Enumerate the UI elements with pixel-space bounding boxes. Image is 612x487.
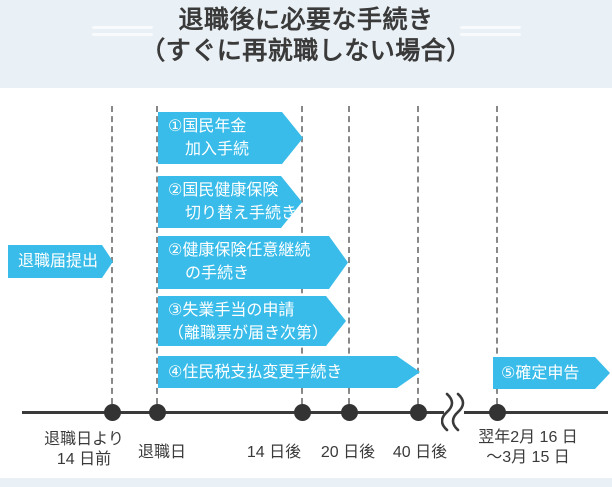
milestone-label-line: 14 日後 (246, 444, 302, 461)
process-arrow-pension: ①国民年金 加入手続 (158, 112, 303, 164)
milestone-label-line: 退職日より (44, 431, 124, 448)
timeline-dot (294, 404, 311, 421)
milestone-label-line: 退職日 (137, 444, 187, 461)
process-arrow-label: 切り替え手続き (185, 205, 298, 222)
milestone-guide-line (496, 106, 498, 404)
process-arrow-unemployment-benefit: ③失業手当の申請 （離職票が届き次第） (158, 296, 346, 346)
timeline-line (464, 411, 608, 414)
milestone-guide-line (417, 106, 419, 404)
process-arrow-resignation-letter: 退職届提出 (8, 245, 113, 278)
process-arrow-label: ⑤確定申告 (501, 364, 580, 382)
milestone-label-next-year: 翌年2月 16 日 ～3月 15 日 (478, 428, 578, 468)
milestone-label-line: ～3月 15 日 (486, 449, 570, 466)
process-arrow-label: ④住民税支払変更手続き (168, 363, 343, 381)
timeline-dot (341, 404, 358, 421)
process-arrow-tax-return: ⑤確定申告 (493, 357, 610, 389)
process-arrow-national-health-insurance: ②国民健康保険 切り替え手続き (158, 176, 302, 228)
process-arrow-label: ②健康保険任意継続 (168, 242, 311, 259)
milestone-label-line: 40 日後 (392, 444, 448, 461)
process-arrow-label: ③失業手当の申請 (168, 302, 295, 319)
milestone-label-14-days: 14 日後 (247, 443, 301, 463)
process-arrow-voluntary-continuation: ②健康保険任意継続 の手続き (158, 236, 348, 289)
milestone-label-retirement-day: 退職日 (138, 443, 186, 463)
process-arrow-label: ②国民健康保険 (168, 182, 279, 199)
footer-band (0, 478, 612, 487)
process-arrow-label: （離職票が届き次第） (168, 325, 329, 342)
title-deco-line (460, 26, 521, 29)
process-arrow-label: の手続き (185, 265, 250, 282)
milestone-label-before-retirement: 退職日より 14 日前 (44, 430, 124, 470)
timeline-dot (149, 404, 166, 421)
page-title-line1: 退職後に必要な手続き (178, 6, 434, 34)
timeline-dot (489, 404, 506, 421)
process-arrow-label: 加入手続 (185, 141, 250, 158)
process-arrow-label: ①国民年金 (168, 118, 247, 135)
title-deco-line (92, 26, 153, 29)
title-deco-line (92, 33, 153, 36)
timeline-break-icon (440, 392, 467, 437)
milestone-label-line: 20 日後 (320, 444, 376, 461)
milestone-guide-line (348, 106, 350, 404)
milestone-guide-line (111, 106, 113, 404)
timeline-dot (410, 404, 427, 421)
timeline-line (22, 411, 444, 414)
milestone-label-40-days: 40 日後 (393, 443, 447, 463)
timeline-dot (104, 404, 121, 421)
milestone-guide-line (156, 106, 158, 404)
title-deco-line (460, 33, 521, 36)
page-title: 退職後に必要な手続き （すぐに再就職しない場合） (0, 5, 612, 67)
page-title-line2: （すぐに再就職しない場合） (140, 37, 472, 65)
milestone-label-line: 14 日前 (56, 451, 112, 468)
process-arrow-label: 退職届提出 (18, 253, 99, 270)
process-arrow-resident-tax: ④住民税支払変更手続き (158, 356, 420, 388)
milestone-label-20-days: 20 日後 (321, 443, 375, 463)
milestone-label-line: 翌年2月 16 日 (478, 429, 578, 446)
header-band (0, 0, 612, 88)
